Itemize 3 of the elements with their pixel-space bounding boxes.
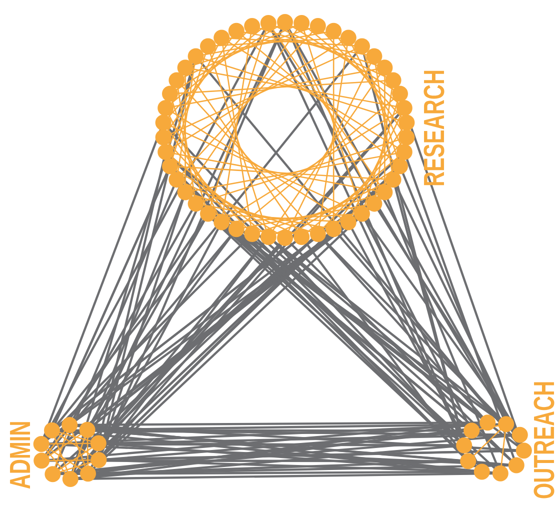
group-label: OUTREACH: [534, 382, 554, 498]
group-label: ADMIN: [10, 422, 30, 489]
group-label: RESEARCH: [424, 70, 444, 186]
